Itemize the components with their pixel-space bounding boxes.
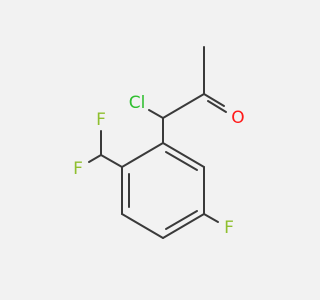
benzene-ring xyxy=(121,142,205,239)
ring-bond-1 xyxy=(162,142,205,168)
atom-label-o: O xyxy=(231,108,244,128)
ring-to-f-bond xyxy=(203,213,219,223)
ring-double-bond-2 xyxy=(165,210,198,230)
chc-to-carbonyl-bond xyxy=(162,93,205,119)
atom-label-cl: Cl xyxy=(129,93,146,113)
molecule-canvas: Cl O F F F xyxy=(73,46,245,239)
ring-bond-3 xyxy=(162,213,205,239)
molecule-structure: Cl O F F F xyxy=(73,46,245,239)
difluoromethyl-group xyxy=(88,130,123,168)
chc-to-cl-bond xyxy=(148,109,164,119)
atom-label-f-top: F xyxy=(96,110,106,130)
atom-label-f-left: F xyxy=(73,159,83,179)
ring-bond-4 xyxy=(121,213,164,239)
carbonyl-double-bond-inner xyxy=(207,100,227,113)
ring-to-chf2-bond xyxy=(100,154,123,168)
ketone-side-chain xyxy=(148,46,227,144)
ring-double-bond-1 xyxy=(165,151,198,171)
carbonyl-double-bond-outer xyxy=(203,93,225,107)
atom-label-f-ring: F xyxy=(224,218,234,238)
ring-bond-6 xyxy=(121,142,164,168)
chf2-to-f-left-bond xyxy=(88,154,102,163)
